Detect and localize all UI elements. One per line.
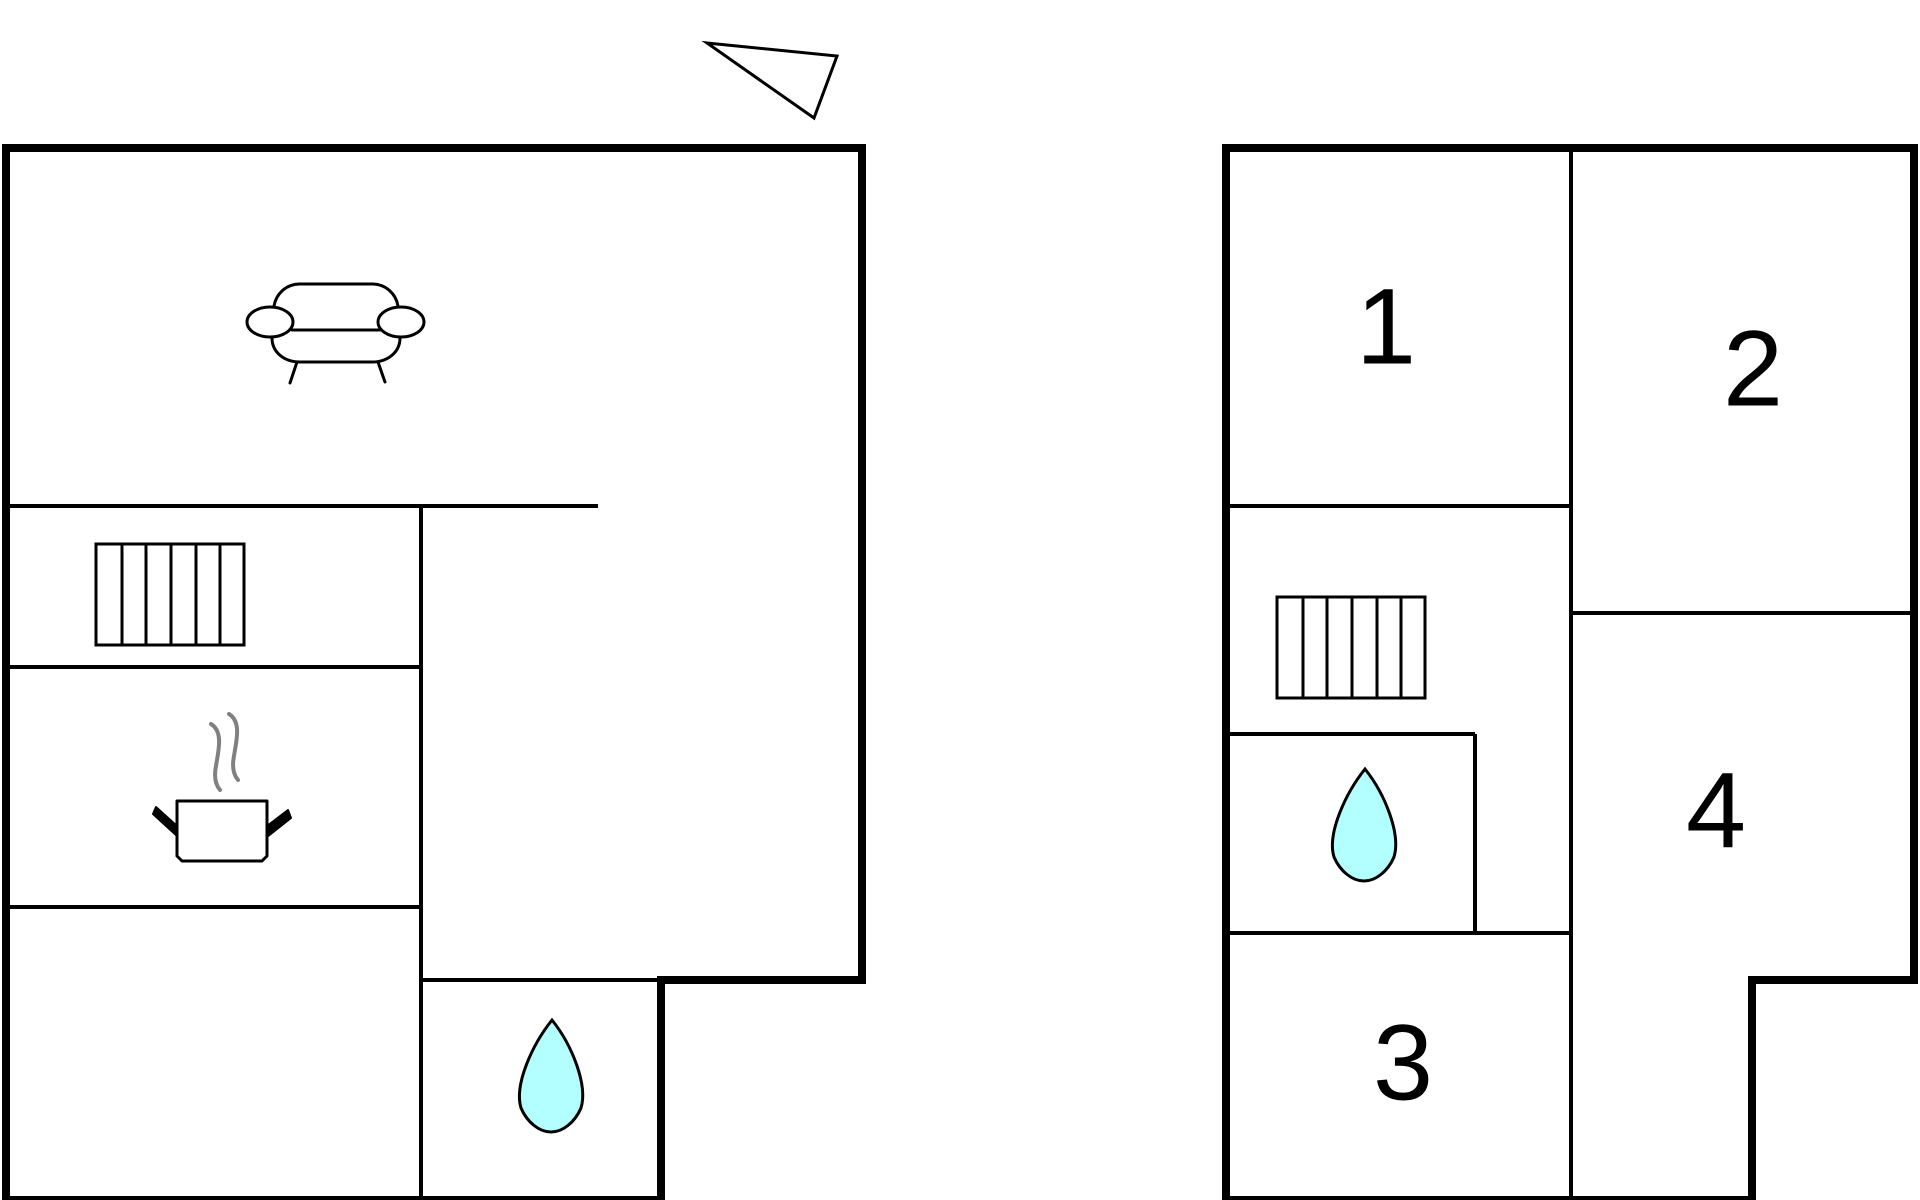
room-number-2: 2 <box>1723 308 1783 429</box>
room-number-1: 1 <box>1356 266 1416 387</box>
room-number-4: 4 <box>1686 750 1746 871</box>
ground-floor-plan <box>2 144 866 1200</box>
upper-floor-plan: 1 2 3 4 <box>1222 144 1918 1200</box>
compass <box>701 40 840 121</box>
room-number-3: 3 <box>1373 1002 1433 1123</box>
radiator-icon <box>94 542 246 647</box>
upper-floor-outer-wall <box>1222 144 1918 1200</box>
cooking-pot-icon <box>152 712 292 863</box>
radiator-icon <box>1275 595 1427 700</box>
ground-floor-outer-wall <box>2 144 866 1200</box>
north-arrow-icon <box>701 40 840 121</box>
sofa-icon <box>245 282 426 385</box>
water-drop-icon <box>517 1018 585 1134</box>
water-drop-icon <box>1330 767 1398 883</box>
